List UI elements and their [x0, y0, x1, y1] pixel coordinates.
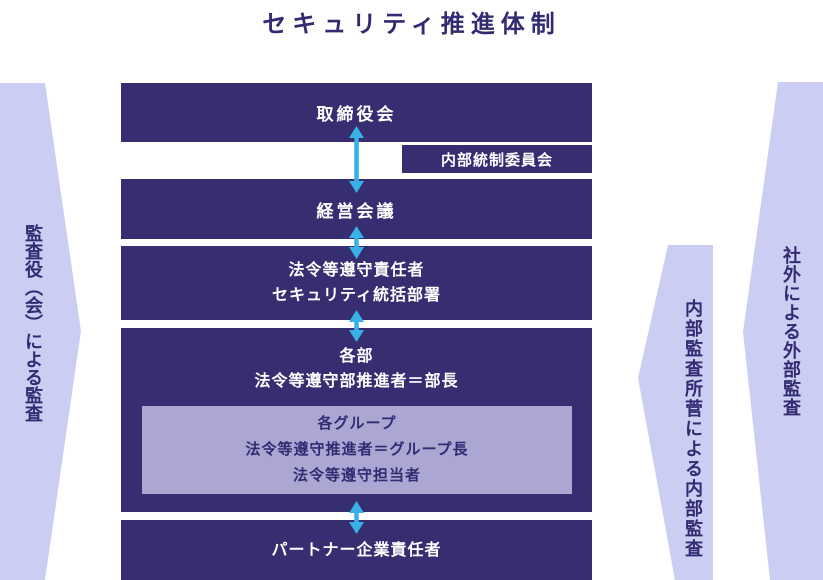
- node-internal-control-committee: 内部統制委員会: [402, 145, 592, 173]
- node-groups-label-1: 各グループ: [317, 415, 397, 432]
- inner-right-audit-banner-label: 内部監査所菅による内部監査: [683, 299, 703, 559]
- node-management-label: 経営会議: [316, 201, 397, 221]
- outer-right-audit-arrow-shape: [743, 82, 823, 580]
- node-compliance-label-1: 法令等遵守責任者: [288, 262, 425, 279]
- node-departments-label-2: 法令等遵守部推進者＝部長: [254, 373, 459, 390]
- node-departments-label-1: 各部: [339, 348, 374, 365]
- node-groups: 各グループ 法令等遵守推進者＝グループ長 法令等遵守担当者: [142, 406, 572, 494]
- node-compliance-officer: 法令等遵守責任者 セキュリティ統括部署: [121, 246, 592, 320]
- node-groups-label-3: 法令等遵守担当者: [292, 467, 421, 484]
- inner-right-audit-arrow-shape: [638, 245, 713, 580]
- node-committee-label: 内部統制委員会: [440, 151, 553, 169]
- left-audit-banner-label: 監査役（会）による監査: [23, 224, 43, 422]
- page-title: セキュリティ推進体制: [262, 11, 561, 38]
- outer-right-audit-banner-label: 社外による外部監査: [781, 246, 801, 417]
- node-departments: 各部 法令等遵守部推進者＝部長 各グループ 法令等遵守推進者＝グループ長 法令等…: [121, 328, 592, 512]
- node-compliance-label-2: セキュリティ統括部署: [271, 287, 442, 304]
- node-board-of-directors: 取締役会: [121, 83, 592, 142]
- node-management-meeting: 経営会議: [121, 179, 592, 239]
- left-audit-arrow-shape: [0, 83, 81, 580]
- node-partner-label: パートナー企業責任者: [271, 541, 442, 559]
- node-partner-companies: パートナー企業責任者: [121, 520, 592, 580]
- node-groups-label-2: 法令等遵守推進者＝グループ長: [245, 441, 469, 458]
- node-board-label: 取締役会: [316, 105, 397, 124]
